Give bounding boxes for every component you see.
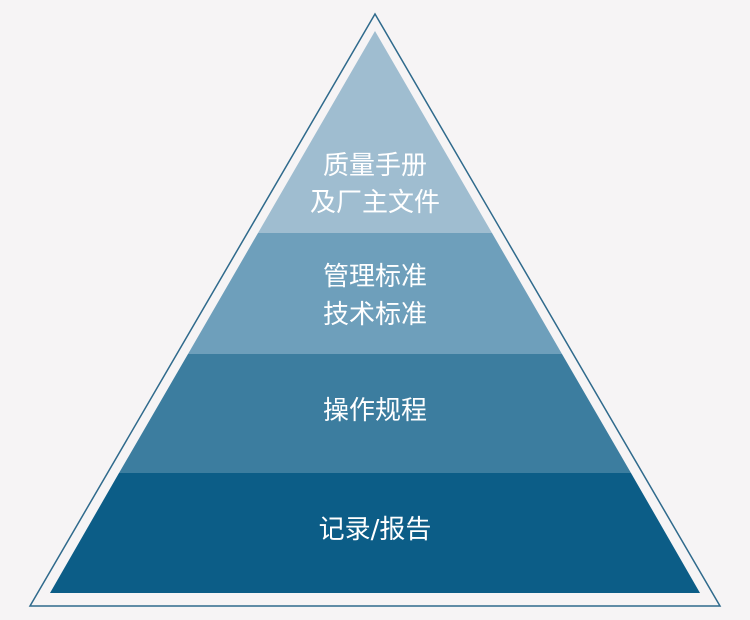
layer-2-line-1: 管理标准 (323, 262, 427, 292)
pyramid-layer-2 (188, 233, 562, 354)
pyramid-layer-3 (119, 354, 631, 473)
layer-3-label: 操作规程 (323, 396, 427, 426)
pyramid-layer-1 (258, 31, 492, 233)
layer-1-line-1: 质量手册 (323, 151, 427, 181)
layer-2-line-2: 技术标准 (323, 300, 427, 330)
layer-4-label: 记录/报告 (319, 515, 432, 545)
pyramid-layer-4 (50, 473, 700, 593)
pyramid-outline (28, 12, 722, 607)
layer-1-line-2: 及厂主文件 (310, 188, 440, 218)
